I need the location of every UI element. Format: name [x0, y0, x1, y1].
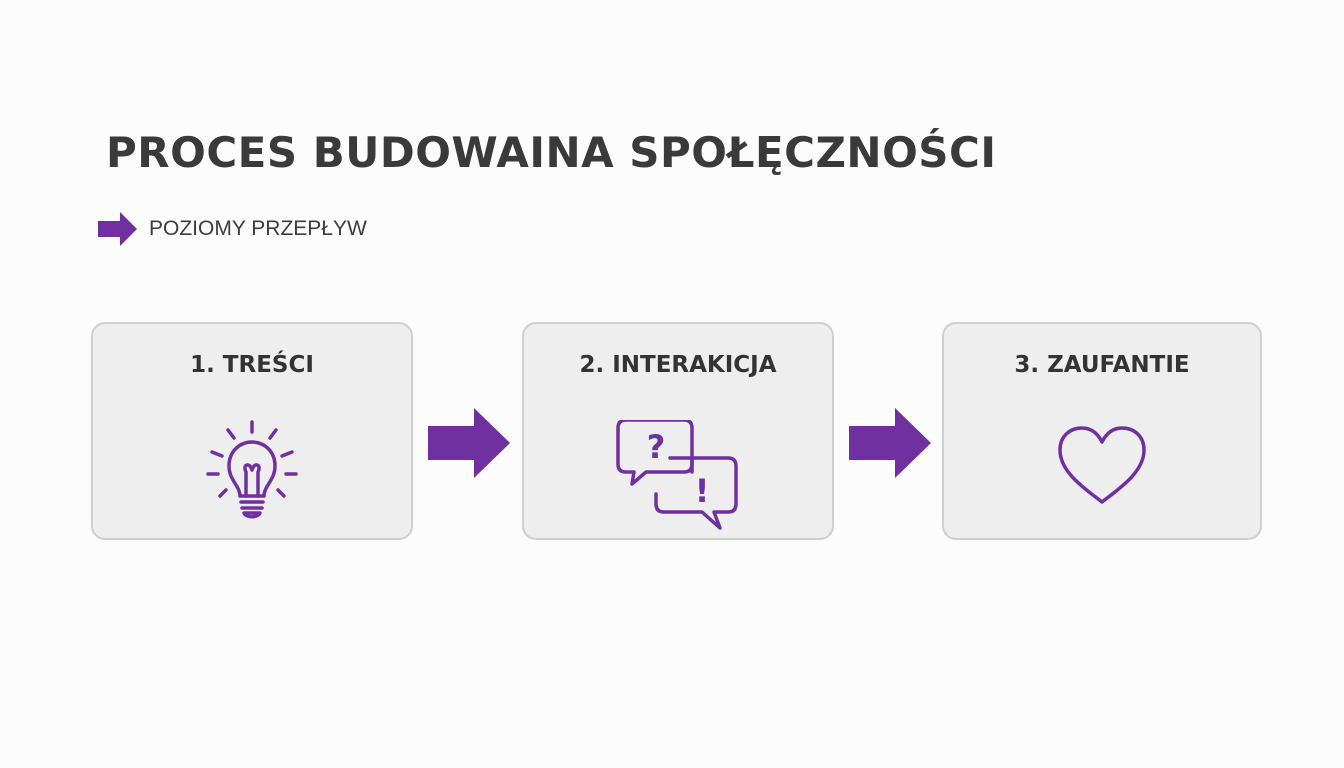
step-card-interaction: 2. INTERAKICJA ? ! — [522, 322, 834, 540]
legend: POZIOMY PRZEPŁYW — [98, 212, 367, 246]
step-label: 2. INTERAKICJA — [579, 352, 777, 378]
legend-label: POZIOMY PRZEPŁYW — [149, 217, 367, 240]
step-label: 3. ZAUFANTIE — [1014, 352, 1190, 378]
svg-text:?: ? — [647, 428, 666, 466]
lightbulb-icon — [206, 420, 298, 519]
flow-arrow-icon — [849, 408, 931, 478]
step-card-trust: 3. ZAUFANTIE — [942, 322, 1262, 540]
svg-text:!: ! — [695, 472, 710, 510]
page-title: PROCES BUDOWAINA SPOŁĘCZNOŚCI — [106, 128, 997, 177]
heart-icon — [1058, 426, 1146, 504]
step-label: 1. TREŚCI — [190, 352, 314, 378]
right-arrow-icon — [98, 212, 137, 246]
flow-arrow-icon — [428, 408, 510, 478]
chat-bubbles-icon: ? ! — [616, 420, 738, 530]
step-card-contents: 1. TREŚCI — [91, 322, 413, 540]
